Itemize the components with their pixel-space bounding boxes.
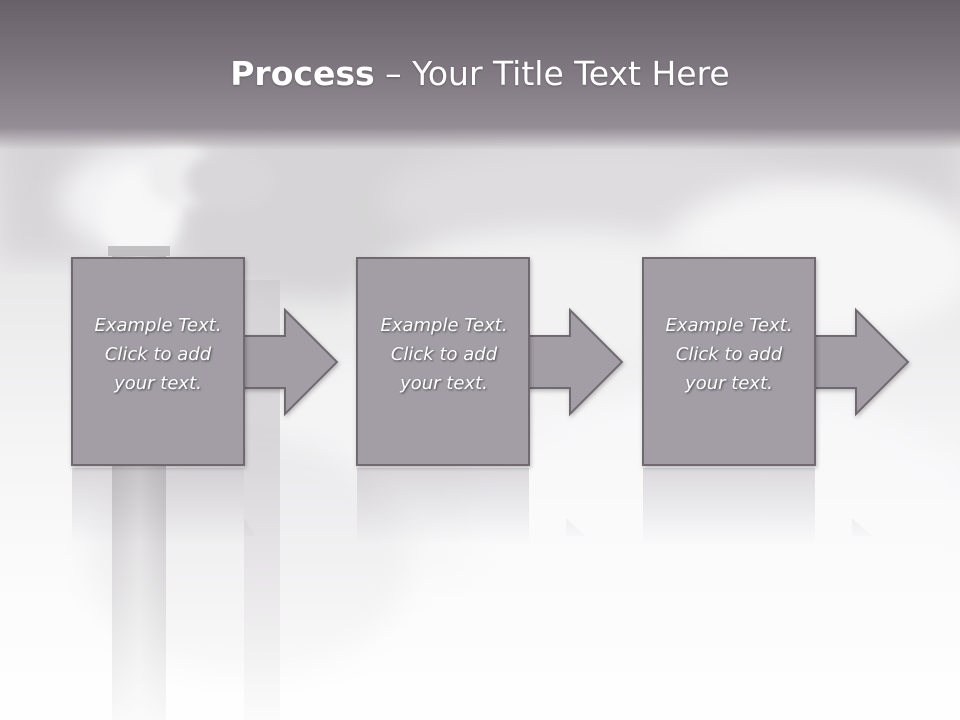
step-3-box (642, 257, 816, 466)
step-1-text[interactable]: Example Text. Click to add your text. (94, 315, 222, 394)
step-2-arrow (524, 307, 624, 417)
step-3-reflection (643, 468, 872, 545)
step-2-box (356, 257, 530, 466)
title-band (0, 0, 960, 150)
process-step-2[interactable] (356, 257, 624, 545)
step-3-arrow (810, 307, 910, 417)
title-bold-text: Process (230, 54, 375, 93)
process-step-3[interactable] (642, 257, 910, 545)
process-step-1[interactable] (71, 257, 339, 545)
step-1-arrow (239, 307, 339, 417)
step-1-box (71, 257, 245, 466)
step-2-reflection (357, 468, 586, 545)
step-2-text[interactable]: Example Text. Click to add your text. (380, 315, 508, 394)
step-1-reflection (72, 468, 256, 545)
title-rest-text: – Your Title Text Here (374, 54, 730, 93)
slide-title[interactable]: Process – Your Title Text Here (0, 52, 960, 96)
step-3-text[interactable]: Example Text. Click to add your text. (665, 315, 793, 394)
